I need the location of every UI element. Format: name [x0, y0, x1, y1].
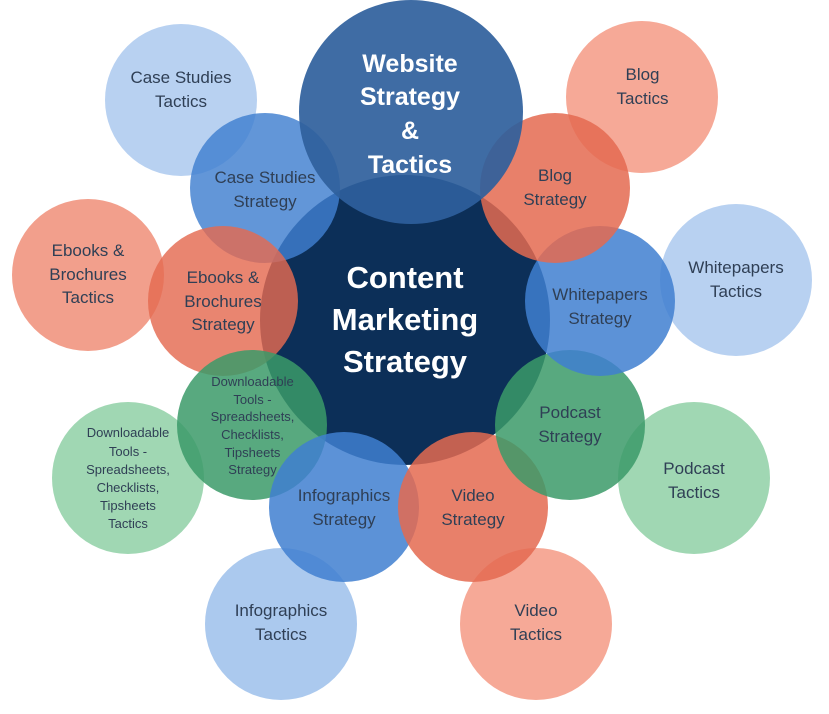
- ebooks-strategy-label: Ebooks & Brochures Strategy: [184, 267, 262, 335]
- infographics-tactics-label: Infographics Tactics: [234, 601, 328, 644]
- whitepapers-tactics-circle: [660, 204, 812, 356]
- infographics-strategy-circle: [269, 432, 419, 582]
- case-studies-tactics-label: Case Studies Tactics: [130, 68, 232, 111]
- website-label: Website Strategy & Tactics: [359, 49, 461, 179]
- video-strategy-label: Video Strategy: [441, 486, 505, 529]
- ebooks-strategy-circle: [148, 226, 298, 376]
- whitepapers-tactics-label: Whitepapers Tactics: [688, 258, 784, 301]
- whitepapers-strategy-label: Whitepapers Strategy: [552, 285, 648, 328]
- blog-tactics-label: Blog Tactics: [616, 65, 669, 108]
- ebooks-tactics-circle: [12, 199, 164, 351]
- case-studies-strategy-label: Case Studies Strategy: [214, 168, 316, 211]
- downloadable-tactics-label: Downloadable Tools - Spreadsheets, Check…: [86, 425, 170, 532]
- podcast-strategy-circle: [495, 350, 645, 500]
- website-circle: [299, 0, 523, 224]
- center-label: Content Marketing Strategy: [331, 260, 479, 379]
- ebooks-tactics-label: Ebooks & Brochures Tactics: [49, 240, 127, 308]
- podcast-strategy-label: Podcast Strategy: [538, 403, 602, 446]
- blog-strategy-label: Blog Strategy: [523, 166, 587, 209]
- downloadable-strategy-label: Downloadable Tools - Spreadsheets, Check…: [210, 374, 295, 478]
- video-tactics-label: Video Tactics: [510, 601, 562, 644]
- infographics-strategy-label: Infographics Strategy: [297, 486, 391, 529]
- podcast-tactics-label: Podcast Tactics: [663, 459, 725, 502]
